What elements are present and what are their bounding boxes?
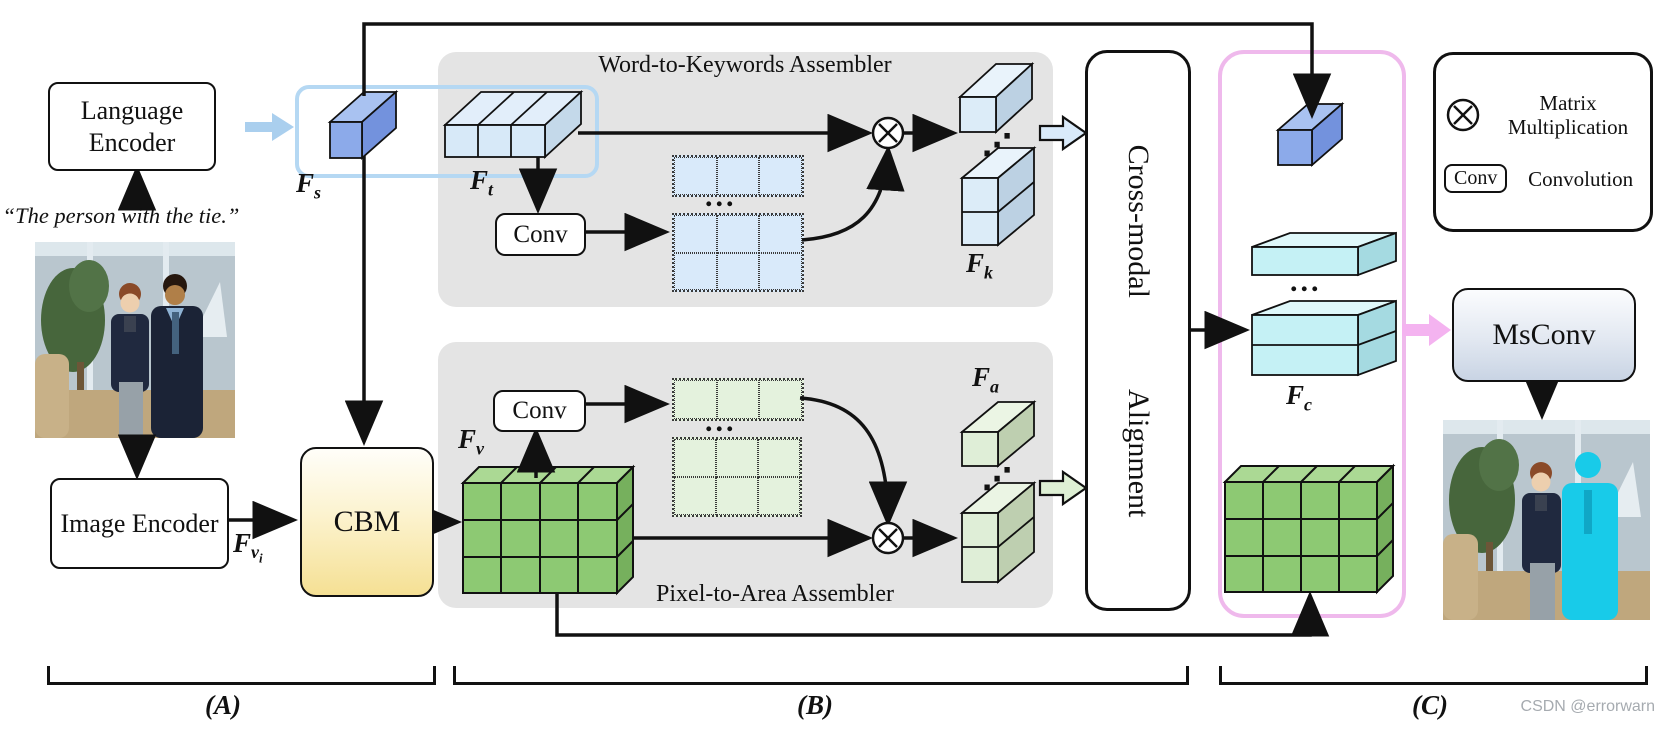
segmented-output-photo-art	[1443, 420, 1650, 620]
cross-modal-alignment-box: Cross-modal Alignment	[1085, 50, 1191, 611]
language-encoder-box: Language Encoder	[48, 82, 216, 171]
matmul-legend-icon	[1446, 98, 1480, 131]
ellipsis-fk-stack: ⋰	[982, 128, 1012, 163]
query-text: “The person with the tie.”	[2, 203, 240, 228]
grid-cell	[716, 215, 760, 253]
image-encoder-box: Image Encoder	[50, 478, 229, 569]
label-fk: Fk	[966, 248, 994, 283]
watermark: CSDN @errorwarn	[1520, 698, 1655, 715]
pink-arrow-to-msconv	[1402, 314, 1451, 346]
grid-cell	[758, 477, 800, 515]
cbm-box: CBM	[300, 447, 434, 597]
section-b-label: (B)	[797, 690, 833, 720]
label-fc: Fc	[1286, 380, 1313, 415]
cross-modal-line2: Alignment	[1122, 388, 1155, 517]
word-to-keywords-title: Word-to-Keywords Assembler	[598, 52, 892, 78]
grid-cell	[674, 380, 717, 419]
legend-matmul-label: Matrix Multiplication	[1507, 90, 1629, 139]
legend-matmul-row: Matrix Multiplication	[1444, 91, 1642, 139]
grid-cell	[716, 477, 758, 515]
section-c-label: (C)	[1412, 690, 1448, 720]
label-fv: Fv	[458, 424, 485, 459]
label-ft: Ft	[470, 165, 494, 200]
label-fa: Fa	[972, 362, 1000, 397]
section-a-label: (A)	[205, 690, 241, 720]
label-fs: Fs	[296, 168, 322, 203]
grid-cell	[759, 215, 802, 253]
label-fvi: Fvi	[233, 528, 263, 566]
conv-box-area: Conv	[493, 390, 586, 432]
grid-cell	[674, 215, 717, 253]
grid-cell	[758, 439, 800, 477]
ellipsis-keyword-grids: ...	[705, 180, 737, 213]
grid-cell	[674, 477, 716, 515]
msconv-box: MsConv	[1452, 288, 1636, 382]
grid-cell	[674, 252, 717, 290]
cross-modal-alignment-label: Cross-modal Alignment	[1088, 53, 1188, 608]
input-photo	[35, 242, 235, 438]
area-map-grid-bottom	[672, 437, 802, 517]
grid-cell	[716, 157, 760, 195]
grid-cell	[716, 380, 760, 419]
ellipsis-area-grids: ...	[705, 405, 737, 438]
ellipsis-fc-slabs: ...	[1290, 265, 1322, 298]
keyword-map-grid-bottom	[672, 213, 804, 292]
input-photo-art	[35, 242, 235, 438]
pixel-to-area-title: Pixel-to-Area Assembler	[656, 581, 894, 607]
conv-legend-icon: Conv	[1444, 164, 1508, 194]
section-b-bracket	[453, 666, 1189, 685]
text-features-group-outline	[295, 85, 599, 178]
area-map-grid-top	[672, 378, 804, 421]
legend-conv-row: Conv Convolution	[1444, 164, 1642, 194]
keyword-map-grid-top	[672, 155, 804, 197]
blue-arrow-language-to-fs	[245, 113, 294, 141]
section-a-bracket	[47, 666, 436, 685]
fused-features-group-outline	[1218, 50, 1406, 618]
grid-cell	[759, 380, 802, 419]
segmented-output-photo	[1443, 420, 1650, 620]
grid-cell	[674, 157, 717, 195]
grid-cell	[716, 252, 760, 290]
legend-box: Matrix Multiplication Conv Convolution	[1433, 52, 1653, 232]
cross-modal-line1: Cross-modal	[1122, 144, 1155, 298]
legend-conv-label: Convolution	[1528, 166, 1634, 191]
conv-box-keywords: Conv	[495, 213, 586, 256]
ellipsis-fa-stack: ⋰	[982, 462, 1012, 497]
grid-cell	[759, 252, 802, 290]
grid-cell	[759, 157, 802, 195]
grid-cell	[674, 439, 716, 477]
section-c-bracket	[1219, 666, 1648, 685]
grid-cell	[716, 439, 758, 477]
